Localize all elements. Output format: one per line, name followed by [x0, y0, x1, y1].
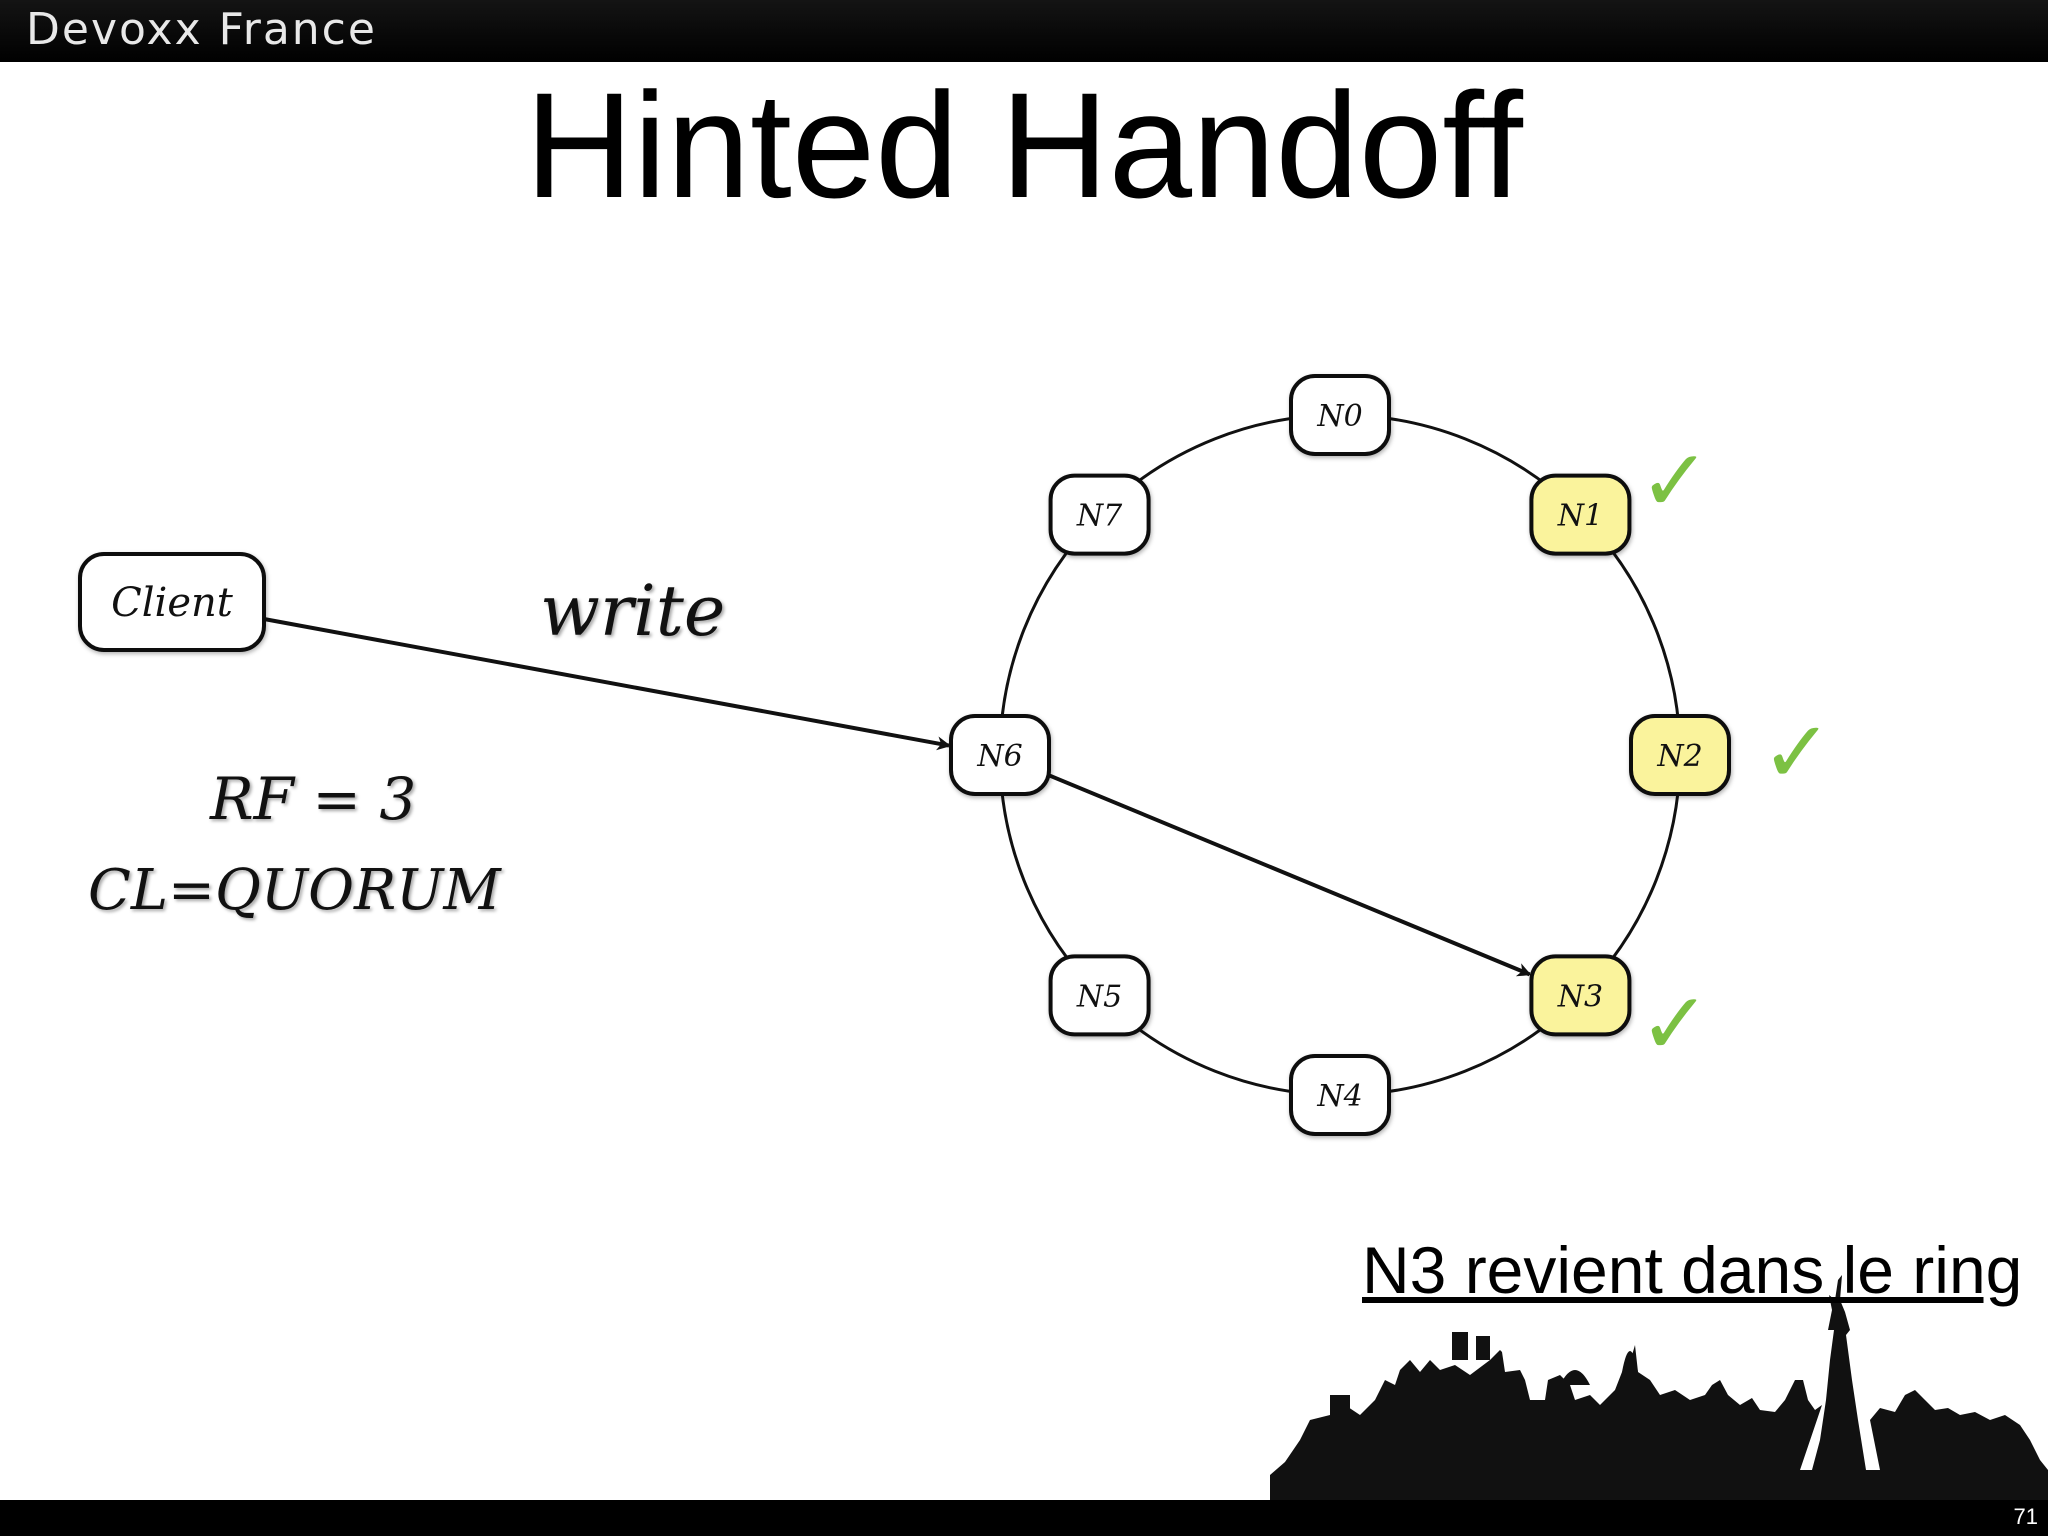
- ring-node-n5: N5: [1048, 954, 1151, 1037]
- node-box: [1048, 473, 1151, 556]
- node-label: N6: [976, 739, 1022, 774]
- node-label: N4: [1316, 1079, 1362, 1114]
- ack-check-icon: ✓: [1639, 975, 1711, 1075]
- page-number: 71: [2013, 1504, 2038, 1529]
- node-box: [1289, 374, 1391, 456]
- node-label: N7: [1076, 499, 1123, 534]
- node-box: [949, 714, 1051, 796]
- node-box: [1529, 473, 1632, 556]
- client-box: [78, 552, 266, 652]
- client-layer: Client: [78, 552, 266, 652]
- node-box: [1289, 1054, 1391, 1136]
- ring-node-n1: N1: [1529, 473, 1632, 556]
- paris-skyline: [1270, 1275, 2048, 1500]
- node-label: N0: [1316, 399, 1362, 434]
- client-label: Client: [111, 580, 234, 626]
- checks-layer: ✓ ✓ ✓: [1639, 431, 1833, 1074]
- node-label: N3: [1557, 979, 1603, 1014]
- ring-node-n2: N2: [1629, 714, 1731, 796]
- arrow-n6-to-n3: [1048, 773, 1532, 977]
- node-label: N1: [1557, 499, 1603, 534]
- top-bar: Devoxx France: [0, 0, 2048, 62]
- ring-node-n0: N0: [1289, 374, 1391, 456]
- consistency-level-label: CL=QUORUM: [88, 858, 501, 923]
- bottom-bar: [0, 1500, 2048, 1536]
- arrow-client-to-n6: [263, 617, 951, 751]
- arrows-layer: [263, 617, 1532, 977]
- brand-label: Devoxx France: [26, 4, 377, 55]
- node-box: [1529, 954, 1632, 1037]
- node-box: [1629, 714, 1731, 796]
- node-label: N2: [1656, 739, 1702, 774]
- replication-factor-label: RF = 3: [210, 765, 417, 833]
- write-label: write: [540, 570, 726, 652]
- ring-node-n7: N7: [1048, 473, 1151, 556]
- slide-title: Hinted Handoff: [525, 61, 1523, 229]
- ack-check-icon: ✓: [1639, 431, 1711, 531]
- node-box: [1048, 954, 1151, 1037]
- ack-check-icon: ✓: [1761, 703, 1833, 803]
- footnote: N3 revient dans le ring: [1362, 1233, 2023, 1307]
- ring-node-n3: N3: [1529, 954, 1632, 1037]
- node-label: N5: [1076, 979, 1122, 1014]
- ring-node-n4: N4: [1289, 1054, 1391, 1136]
- ring-node-n6: N6: [949, 714, 1051, 796]
